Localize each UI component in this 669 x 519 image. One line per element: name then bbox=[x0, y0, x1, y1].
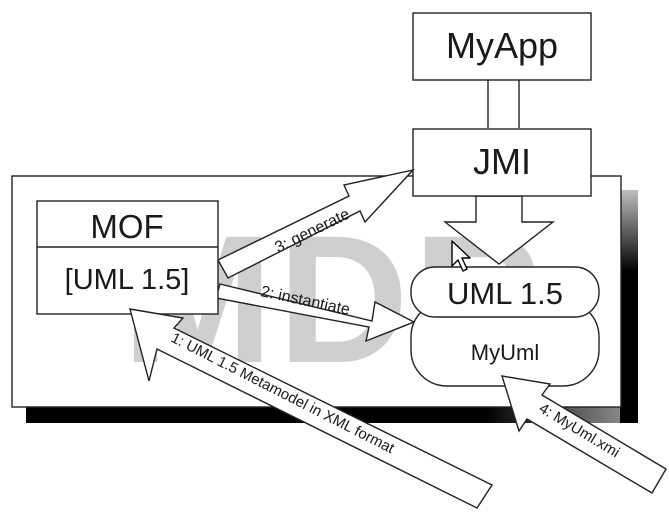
mof-box: MOF [UML 1.5] bbox=[36, 200, 219, 315]
mouse-cursor-icon bbox=[451, 240, 471, 272]
mof-title: MOF bbox=[90, 208, 163, 245]
jmi-down-arrow bbox=[442, 195, 556, 265]
uml-model-stack: UML 1.5 MyUml bbox=[410, 266, 600, 387]
jmi-box: JMI bbox=[412, 128, 592, 197]
myapp-box: MyApp bbox=[412, 12, 592, 81]
myapp-jmi-connector bbox=[487, 80, 520, 128]
mof-content: [UML 1.5] bbox=[65, 264, 190, 296]
uml15-box bbox=[410, 266, 600, 318]
myapp-label: MyApp bbox=[446, 25, 558, 66]
myuml-label: MyUml bbox=[471, 340, 539, 365]
jmi-label: JMI bbox=[473, 141, 531, 182]
uml15-label: UML 1.5 bbox=[447, 276, 563, 311]
